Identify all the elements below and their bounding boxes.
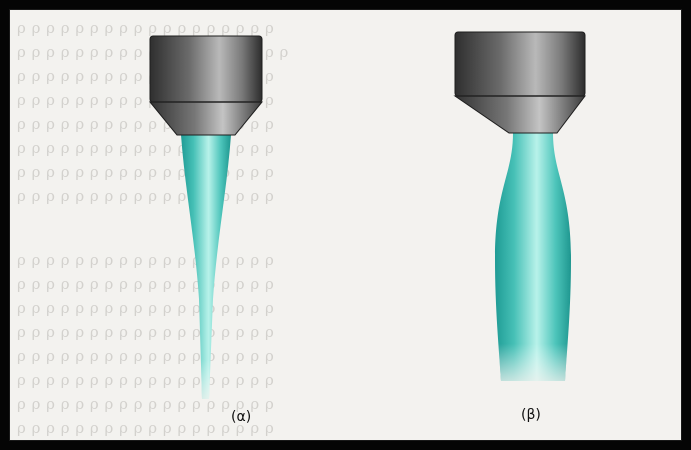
left-jet-assembly bbox=[150, 36, 262, 399]
figure-panel: ρ ρ ρ ρ ρ ρ ρ ρ ρ ρ ρ ρ ρ ρ ρ ρ ρ ρ ρ ρ … bbox=[9, 9, 682, 441]
left-nozzle-icon bbox=[150, 36, 262, 135]
figure-drawing bbox=[9, 9, 682, 441]
caption-beta: (β) bbox=[521, 407, 541, 423]
right-jet-assembly bbox=[455, 32, 585, 381]
right-nozzle-icon bbox=[455, 32, 585, 133]
caption-alpha: (α) bbox=[231, 409, 251, 425]
